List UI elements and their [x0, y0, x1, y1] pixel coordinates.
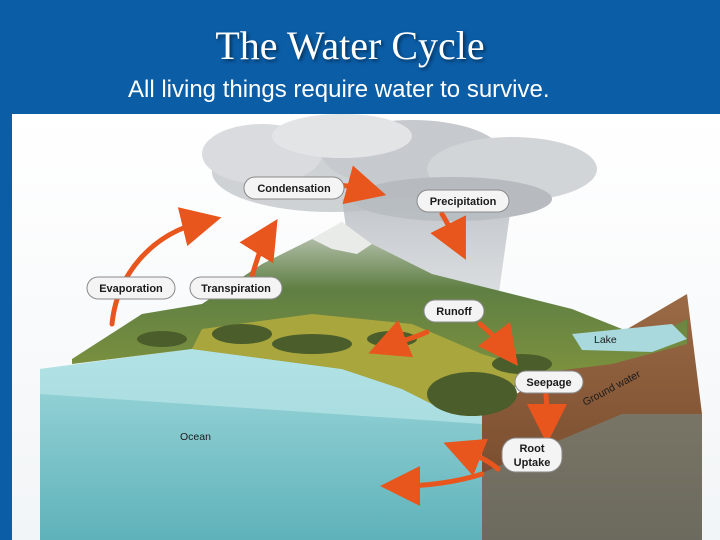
svg-text:Precipitation: Precipitation [430, 196, 497, 208]
runoff-label: Runoff [424, 300, 484, 322]
left-border-strip [0, 114, 12, 540]
precipitation-label: Precipitation [417, 190, 509, 212]
svg-text:Evaporation: Evaporation [99, 283, 163, 295]
svg-text:Uptake: Uptake [514, 457, 551, 469]
lake-label: Lake [594, 334, 617, 346]
water-cycle-diagram: Condensation Precipitation Evaporation T… [12, 114, 720, 540]
svg-text:Transpiration: Transpiration [201, 283, 271, 295]
slide-title: The Water Cycle [0, 22, 700, 69]
svg-text:Root: Root [519, 443, 544, 455]
seepage-label: Seepage [515, 371, 583, 393]
seepage-arrow [546, 394, 547, 424]
ocean-label: Ocean [180, 431, 211, 443]
slide-subtitle: All living things require water to survi… [128, 76, 550, 104]
condensation-label: Condensation [244, 177, 344, 199]
root-uptake-label: Root Uptake [502, 438, 562, 472]
svg-text:Runoff: Runoff [436, 306, 472, 318]
svg-text:Condensation: Condensation [257, 183, 331, 195]
transpiration-label: Transpiration [190, 277, 282, 299]
diagram-illustration: Condensation Precipitation Evaporation T… [12, 114, 720, 540]
evaporation-label: Evaporation [87, 277, 175, 299]
svg-text:Seepage: Seepage [526, 377, 571, 389]
